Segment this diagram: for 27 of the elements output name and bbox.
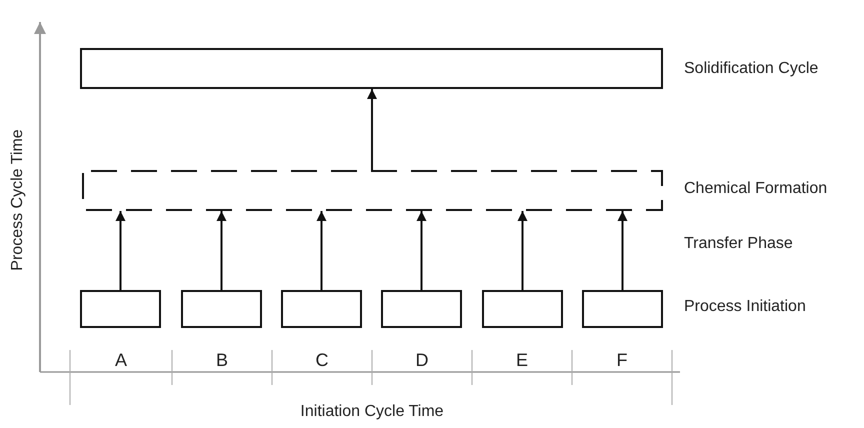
arrow: [216, 211, 226, 290]
arrow: [316, 211, 326, 290]
axis-category-label: A: [115, 350, 127, 371]
empty-box: [281, 290, 362, 328]
arrow: [367, 89, 377, 170]
empty-box: [582, 290, 663, 328]
axis-category-label: F: [616, 350, 628, 371]
axis-title: Process Cycle Time: [9, 129, 27, 271]
axis-category-label: C: [316, 350, 328, 371]
row-label: Solidification Cycle: [684, 60, 818, 78]
arrow: [416, 211, 426, 290]
empty-box: [80, 290, 161, 328]
row-label: Chemical Formation: [684, 180, 828, 198]
arrow: [116, 211, 126, 290]
empty-box: [482, 290, 563, 328]
arrow: [518, 211, 528, 290]
dashed-box: [82, 170, 663, 211]
axis-category-label: D: [416, 350, 428, 371]
axis-title: Initiation Cycle Time: [300, 403, 444, 421]
row-label: Process Initiation: [684, 298, 806, 316]
row-label: Transfer Phase: [684, 235, 793, 253]
axis-category-label: E: [516, 350, 528, 371]
empty-box: [381, 290, 462, 328]
arrow: [618, 211, 628, 290]
axis-category-label: B: [216, 350, 228, 371]
empty-box: [80, 48, 663, 89]
empty-box: [181, 290, 262, 328]
